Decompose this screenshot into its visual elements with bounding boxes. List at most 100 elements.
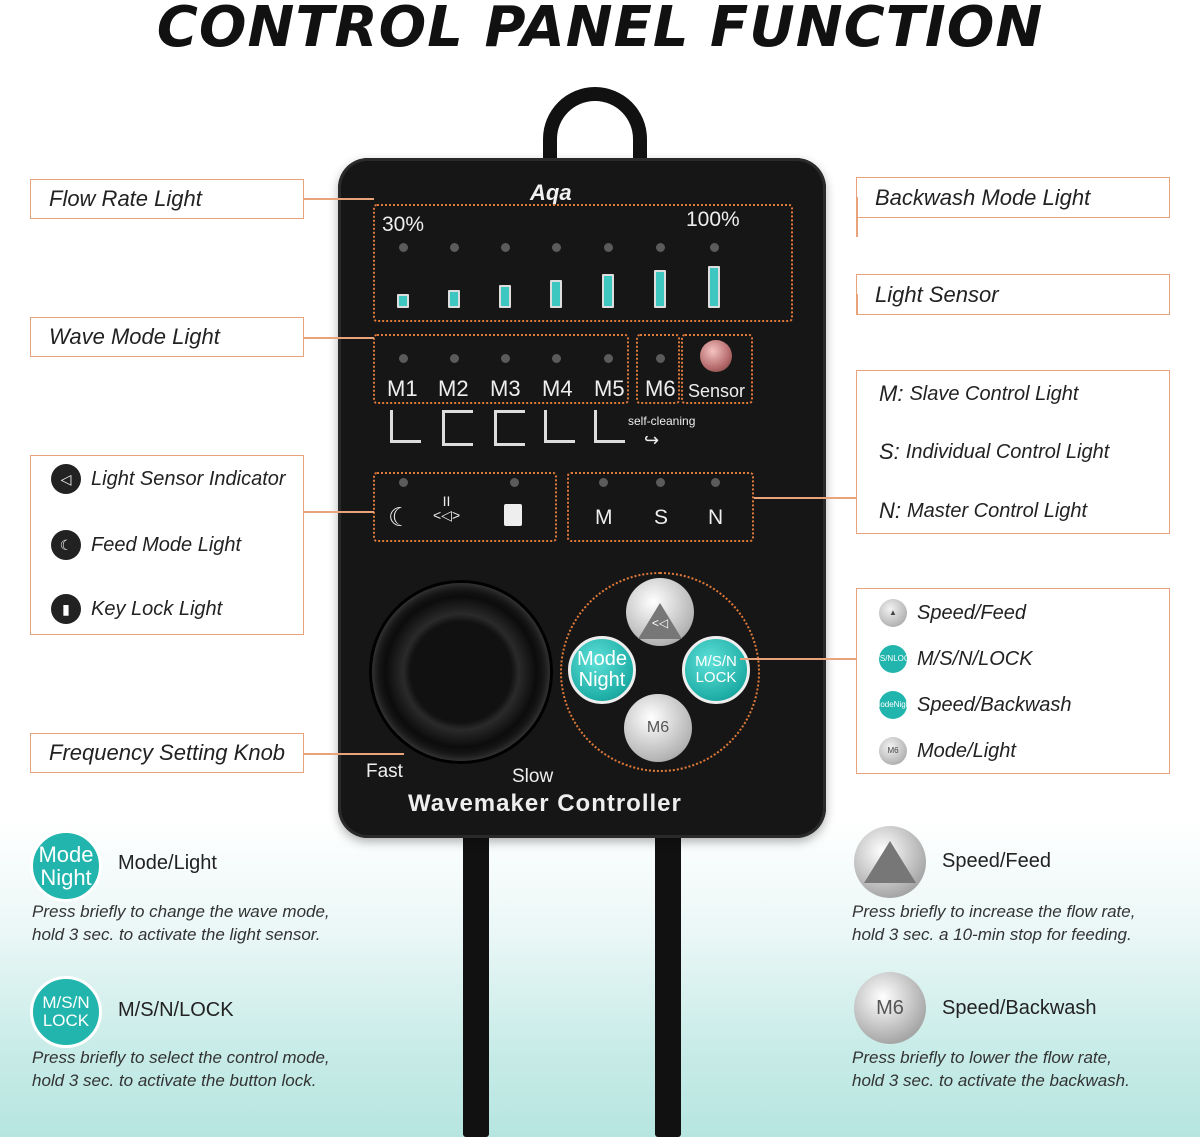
msn-lock-icon: M/S/N LOCK bbox=[871, 645, 915, 673]
backwash-mode-light-callout: Backwash Mode Light bbox=[856, 177, 1170, 218]
legend-individual-control: S: Individual Control Light bbox=[879, 439, 1109, 465]
flow-led-4 bbox=[552, 243, 561, 252]
legend-label: Master Control Light bbox=[907, 499, 1088, 522]
flow-max-label: 100% bbox=[686, 208, 740, 231]
flow-rate-light-callout: Flow Rate Light bbox=[30, 179, 304, 219]
legend-label: Speed/Feed bbox=[917, 601, 1026, 624]
legend-prefix: N: bbox=[879, 498, 901, 523]
function-title-msn-lock: M/S/N/LOCK bbox=[118, 999, 234, 1021]
wave-tidal-icon bbox=[544, 410, 575, 443]
light-sensor-window bbox=[700, 340, 732, 372]
wave-mode-leader bbox=[304, 337, 374, 339]
flow-led-1 bbox=[399, 243, 408, 252]
flow-bar-7 bbox=[708, 266, 720, 308]
icon-line2: Night bbox=[40, 865, 92, 890]
control-mode-group bbox=[567, 472, 754, 542]
function-desc-speed-feed: Press briefly to increase the flow rate,… bbox=[852, 900, 1135, 946]
mode-led-1 bbox=[399, 354, 408, 363]
msn-lock-button[interactable]: M/S/N LOCK bbox=[682, 636, 750, 704]
flow-led-3 bbox=[501, 243, 510, 252]
mode-night-icon-large: Mode Night bbox=[30, 830, 102, 902]
m6-icon-large: M6 bbox=[854, 972, 926, 1044]
legend-key-lock: ▮ Key Lock Light bbox=[51, 594, 222, 624]
function-desc-speed-backwash: Press briefly to lower the flow rate, ho… bbox=[852, 1046, 1130, 1092]
sensor-group bbox=[681, 334, 753, 404]
fish-pause-icon: ◁ bbox=[51, 464, 81, 494]
function-title-speed-feed: Speed/Feed bbox=[942, 850, 1051, 872]
m6-button[interactable]: M6 bbox=[624, 694, 692, 762]
moon-icon: ☾ bbox=[51, 530, 81, 560]
wave-mixed-icon bbox=[594, 410, 625, 443]
wave-pulse-icon bbox=[442, 410, 473, 446]
legend-speed-backwash: Mode Night Speed/Backwash bbox=[874, 691, 1072, 719]
m6-button-label: M6 bbox=[646, 718, 670, 736]
light-sensor-leader bbox=[856, 294, 858, 314]
legend-prefix: M: bbox=[879, 381, 904, 406]
desc-line1: Press briefly to select the control mode… bbox=[32, 1048, 330, 1067]
page-title: CONTROL PANEL FUNCTION bbox=[156, 0, 1044, 60]
sensor-label: Sensor bbox=[688, 381, 746, 401]
function-desc-msn-lock: Press briefly to select the control mode… bbox=[32, 1046, 330, 1092]
control-label-n: N bbox=[708, 506, 724, 529]
frequency-knob-callout: Frequency Setting Knob bbox=[30, 733, 304, 773]
wave-mode-light-label: Wave Mode Light bbox=[49, 324, 220, 349]
legend-label: Individual Control Light bbox=[905, 440, 1110, 463]
m-led bbox=[599, 478, 608, 487]
backwash-mode-light-label: Backwash Mode Light bbox=[875, 184, 1091, 210]
mode-led-6 bbox=[656, 354, 665, 363]
control-label-m: M bbox=[595, 506, 613, 529]
indicator-leader bbox=[304, 511, 374, 513]
m6-icon: M6 bbox=[879, 737, 907, 765]
power-cable-right bbox=[655, 835, 681, 1137]
legend-label: Feed Mode Light bbox=[91, 533, 242, 556]
legend-label: Key Lock Light bbox=[91, 597, 223, 620]
light-sensor-label: Light Sensor bbox=[875, 281, 999, 307]
desc-line2: hold 3 sec. a 10-min stop for feeding. bbox=[852, 925, 1132, 944]
flow-bar-3 bbox=[499, 285, 511, 308]
legend-label: M/S/N/LOCK bbox=[917, 647, 1033, 670]
control-label-s: S bbox=[654, 506, 669, 529]
button-leader bbox=[740, 658, 856, 660]
legend-prefix: S: bbox=[879, 439, 900, 464]
up-triangle-icon bbox=[864, 841, 916, 883]
legend-mode-light: M6 Mode/Light bbox=[879, 737, 1016, 765]
flow-rate-group bbox=[373, 204, 793, 322]
mode-led-5 bbox=[604, 354, 613, 363]
flow-led-7 bbox=[710, 243, 719, 252]
flow-led-2 bbox=[450, 243, 459, 252]
wave-constant-icon bbox=[390, 410, 421, 443]
mode-label-m5: M5 bbox=[594, 376, 625, 401]
wave-mode-group bbox=[373, 334, 629, 404]
mode-label-m1: M1 bbox=[387, 376, 418, 401]
desc-line2: hold 3 sec. to activate the light sensor… bbox=[32, 925, 321, 944]
legend-label: Slave Control Light bbox=[909, 382, 1079, 405]
device-name: Wavemaker Controller bbox=[408, 790, 682, 817]
mode-led-2 bbox=[450, 354, 459, 363]
indicator-legend: ◁ Light Sensor Indicator ☾ Feed Mode Lig… bbox=[30, 455, 304, 635]
function-desc-mode-light: Press briefly to change the wave mode, h… bbox=[32, 900, 330, 946]
msn-lock-line2: LOCK bbox=[695, 669, 737, 686]
mode-night-button[interactable]: Mode Night bbox=[568, 636, 636, 704]
flow-min-label: 30% bbox=[382, 213, 425, 236]
frequency-setting-knob[interactable] bbox=[372, 583, 550, 761]
moon-icon: ☾ bbox=[388, 502, 412, 532]
brand-logo: Aqa bbox=[530, 180, 572, 205]
icon-line1: M/S/N bbox=[870, 654, 894, 663]
knob-slow-label: Slow bbox=[512, 766, 554, 787]
button-cluster bbox=[560, 572, 760, 772]
lock-icon bbox=[504, 504, 522, 526]
self-cleaning-label: self-cleaning bbox=[628, 414, 696, 428]
fish-pause-icon: II<◁> bbox=[433, 493, 461, 523]
icon-line2: LOCK bbox=[42, 1011, 90, 1030]
flow-bar-2 bbox=[448, 290, 460, 308]
function-title-mode-light: Mode/Light bbox=[118, 852, 217, 874]
up-triangle-icon bbox=[638, 602, 682, 639]
icon-line1: M6 bbox=[876, 996, 904, 1019]
speed-feed-button[interactable]: <◁ bbox=[626, 578, 694, 646]
icon-line1: M6 bbox=[887, 746, 899, 755]
icon-line2: Night bbox=[893, 700, 913, 709]
legend-master-control: N: Master Control Light bbox=[879, 498, 1087, 524]
mode-led-4 bbox=[552, 354, 561, 363]
light-sensor-callout: Light Sensor bbox=[856, 274, 1170, 315]
backwash-group bbox=[636, 334, 680, 404]
